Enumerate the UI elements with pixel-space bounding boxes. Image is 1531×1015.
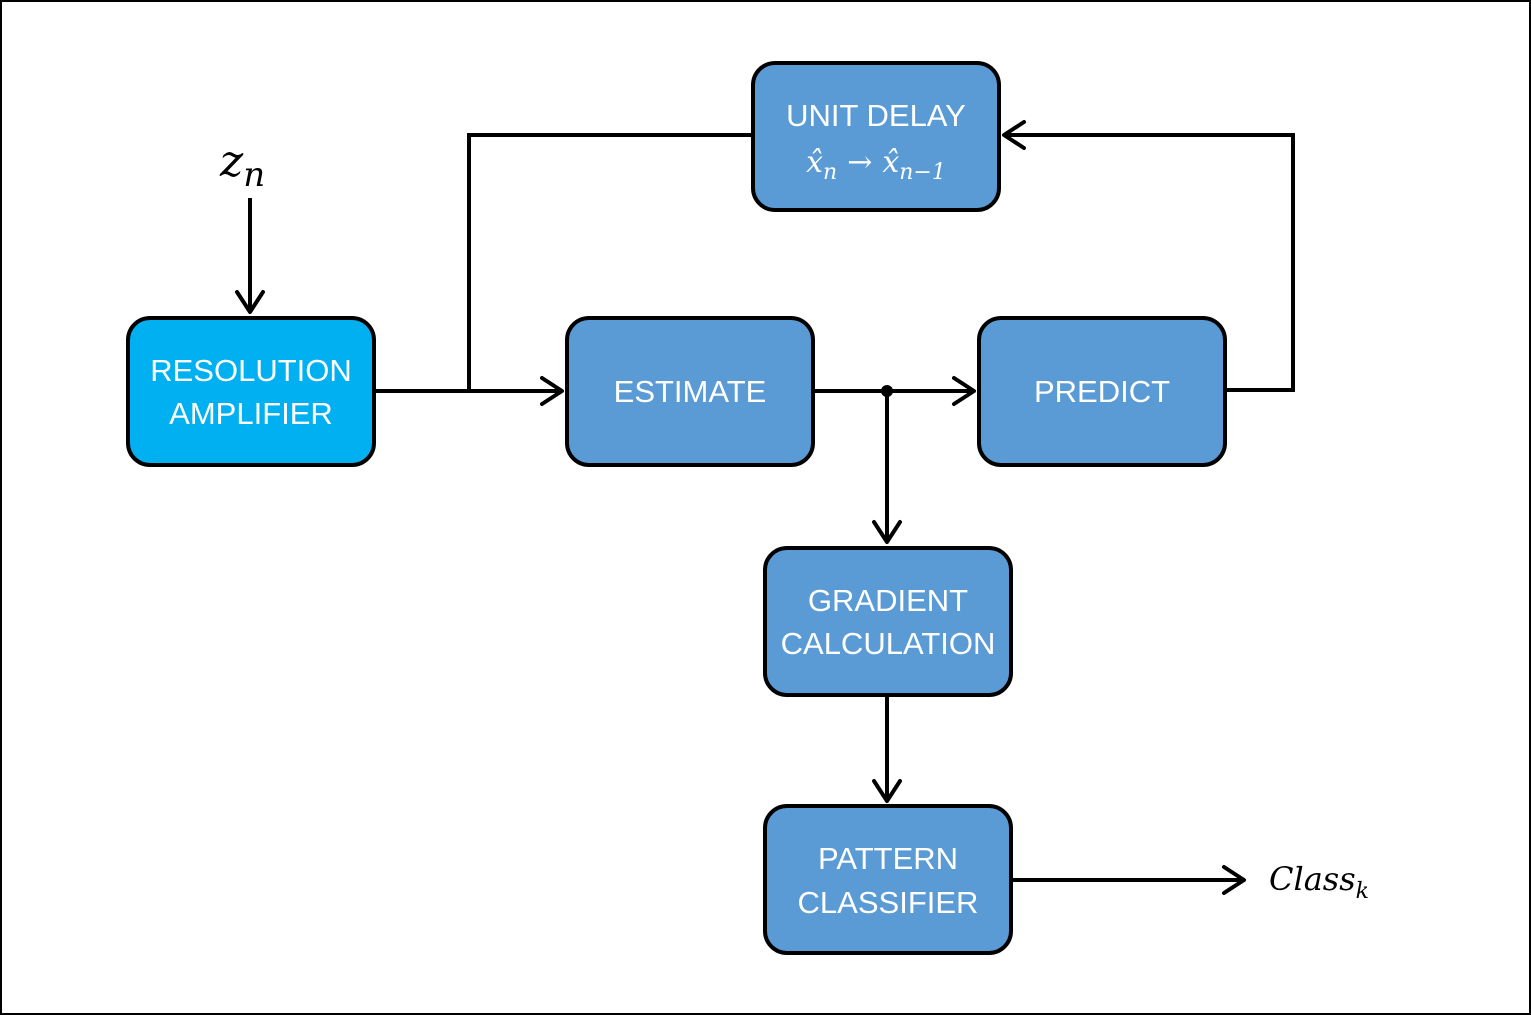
predict-block: PREDICT bbox=[977, 316, 1227, 467]
classifier-arrowhead bbox=[872, 779, 902, 803]
delay-arrowhead bbox=[1002, 120, 1026, 150]
unit-delay-box bbox=[751, 61, 1001, 212]
estimate-block: ESTIMATE bbox=[565, 316, 815, 467]
estimate-box bbox=[565, 316, 815, 467]
resolution-amplifier-line1: RESOLUTION bbox=[150, 353, 352, 388]
gradient-arrowhead bbox=[872, 520, 902, 544]
input-label-base: z bbox=[219, 136, 244, 187]
input-label: zn bbox=[219, 136, 265, 195]
estimate-arrowhead bbox=[540, 376, 564, 406]
pattern-classifier-block: PATTERN CLASSIFIER bbox=[763, 804, 1013, 955]
formula-right-subscript: n−1 bbox=[899, 160, 946, 185]
resolution-amplifier-block: RESOLUTION AMPLIFIER bbox=[126, 316, 376, 467]
gradient-calculation-block: GRADIENT CALCULATION bbox=[763, 546, 1013, 697]
output-arrowhead bbox=[1222, 865, 1246, 895]
input-label-subscript: n bbox=[243, 155, 265, 195]
estimate-label: ESTIMATE bbox=[614, 374, 767, 409]
resolution-amplifier-box bbox=[126, 316, 376, 467]
gradient-calculation-line1: GRADIENT bbox=[808, 583, 968, 618]
pattern-classifier-line2: CLASSIFIER bbox=[798, 885, 979, 920]
predict-box bbox=[977, 316, 1227, 467]
predict-label: PREDICT bbox=[1034, 374, 1170, 409]
predict-arrowhead bbox=[952, 376, 976, 406]
pattern-classifier-box bbox=[763, 804, 1013, 955]
connections bbox=[235, 120, 1295, 895]
output-label-base: Class bbox=[1269, 860, 1356, 898]
delay-feedback-wire bbox=[467, 133, 753, 391]
formula-right-base: x̂ bbox=[882, 145, 899, 180]
resolution-amplifier-line2: AMPLIFIER bbox=[169, 396, 333, 431]
formula-left-base: x̂ bbox=[806, 145, 823, 180]
unit-delay-label: UNIT DELAY bbox=[786, 98, 966, 133]
gradient-calculation-line2: CALCULATION bbox=[781, 626, 996, 661]
output-label: Classk bbox=[1269, 860, 1369, 904]
input-arrowhead bbox=[235, 290, 265, 314]
predict-to-delay-wire bbox=[1004, 133, 1295, 392]
formula-arrow: → bbox=[847, 145, 872, 180]
gradient-calculation-box bbox=[763, 546, 1013, 697]
formula-left-subscript: n bbox=[823, 160, 837, 185]
output-label-subscript: k bbox=[1356, 879, 1369, 904]
pattern-classifier-line1: PATTERN bbox=[818, 841, 958, 876]
unit-delay-formula: x̂n→x̂n−1 bbox=[806, 145, 946, 185]
unit-delay-block: UNIT DELAY x̂n→x̂n−1 bbox=[751, 61, 1001, 212]
